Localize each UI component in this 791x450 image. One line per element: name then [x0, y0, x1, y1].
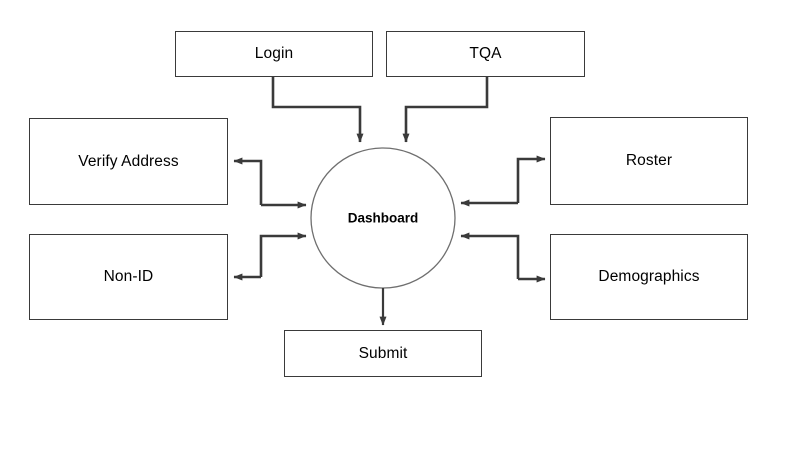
node-tqa[interactable]: TQA — [386, 31, 585, 77]
edge-tqa-to-dashboard — [402, 77, 489, 143]
edge-demographics-to-dashboard — [460, 232, 520, 279]
dashboard-hub-label: Dashboard — [347, 210, 419, 226]
node-tqa-label: TQA — [469, 45, 502, 62]
node-submit[interactable]: Submit — [284, 330, 482, 377]
node-login-label: Login — [254, 45, 294, 62]
edge-nonid-to-dashboard — [259, 232, 307, 277]
edge-login-to-dashboard — [271, 77, 364, 143]
node-login[interactable]: Login — [175, 31, 373, 77]
node-verify-address-label: Verify Address — [78, 152, 179, 170]
node-roster-label: Roster — [625, 152, 673, 169]
node-non-id[interactable]: Non-ID — [29, 234, 228, 320]
node-non-id-label: Non-ID — [103, 268, 154, 285]
node-demographics-label: Demographics — [598, 268, 700, 285]
node-verify-address[interactable]: Verify Address — [29, 118, 228, 205]
node-submit-label: Submit — [358, 344, 408, 362]
edge-dashboard-to-verify — [233, 157, 263, 205]
node-roster[interactable]: Roster — [550, 117, 748, 205]
node-demographics[interactable]: Demographics — [550, 234, 748, 320]
edge-dashboard-to-roster — [516, 155, 546, 203]
